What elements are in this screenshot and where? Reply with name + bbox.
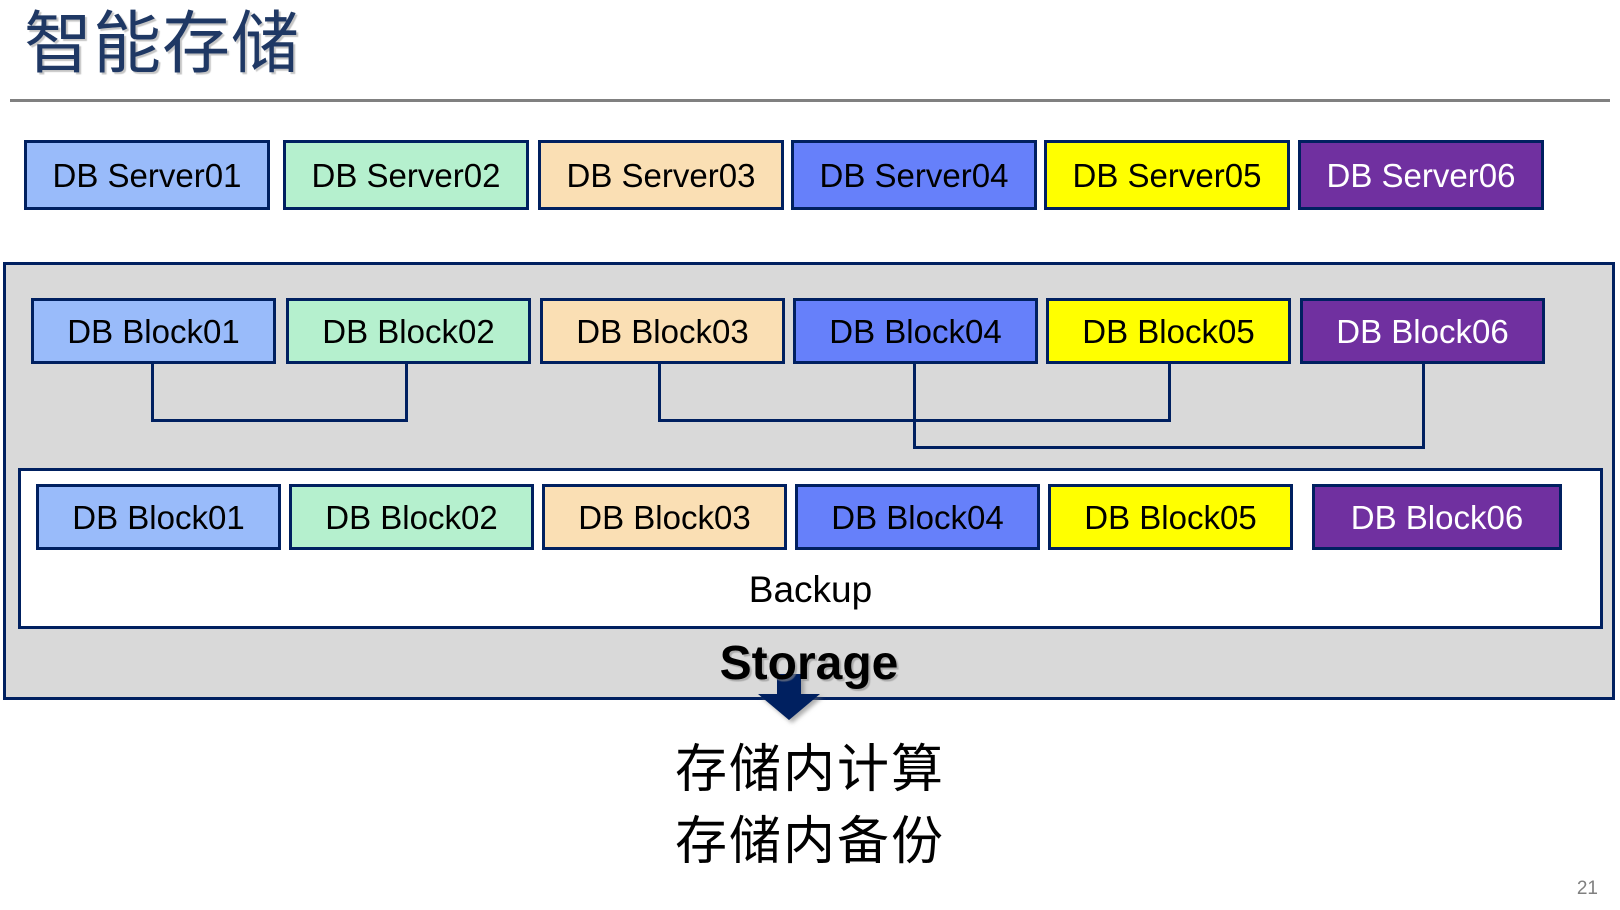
title-divider [10, 99, 1610, 102]
db-server-box-4: DB Server04 [791, 140, 1037, 210]
footer-line-1: 存储内计算 [674, 741, 945, 799]
db-server-box-3: DB Server03 [538, 140, 784, 210]
block01-to-block02-end-vertical [405, 364, 408, 419]
backup-block-box-3: DB Block03 [542, 484, 787, 550]
db-block-box-label: DB Block06 [1336, 312, 1509, 350]
db-block-box-label: DB Block03 [576, 312, 749, 350]
db-server-box-2: DB Server02 [283, 140, 529, 210]
db-block-box-label: DB Block01 [67, 312, 240, 350]
db-server-box-label: DB Server06 [1326, 156, 1516, 194]
db-block-box-5: DB Block05 [1046, 298, 1291, 364]
backup-label: Backup [748, 569, 873, 610]
db-block-box-4: DB Block04 [793, 298, 1038, 364]
db-block-box-1: DB Block01 [31, 298, 276, 364]
block01-to-block02-horizontal [151, 419, 408, 422]
backup-block-box-label: DB Block01 [72, 498, 245, 536]
backup-block-box-6: DB Block06 [1312, 484, 1562, 550]
block04-to-block06-start-vertical [913, 364, 916, 446]
footer-line-2: 存储内备份 [674, 813, 945, 871]
db-server-box-label: DB Server05 [1072, 156, 1262, 194]
db-server-box-label: DB Server04 [819, 156, 1009, 194]
db-server-box-1: DB Server01 [24, 140, 270, 210]
db-block-box-3: DB Block03 [540, 298, 785, 364]
db-server-box-5: DB Server05 [1044, 140, 1290, 210]
db-block-box-label: DB Block02 [322, 312, 495, 350]
storage-container: DB Block01 DB Block02 DB Block03 DB Block04… [3, 262, 1615, 720]
db-block-box-label: DB Block04 [829, 312, 1002, 350]
backup-block-box-5: DB Block05 [1048, 484, 1293, 550]
backup-block-box-4: DB Block04 [795, 484, 1040, 550]
down-arrow-icon [758, 674, 820, 720]
footer-text-group: 存储内计算存储内备份 [0, 734, 1620, 878]
block04-to-block06-end-vertical [1422, 364, 1425, 446]
backup-block-box-2: DB Block02 [289, 484, 534, 550]
backup-block-box-label: DB Block05 [1084, 498, 1257, 536]
db-server-box-label: DB Server02 [311, 156, 501, 194]
db-block-box-6: DB Block06 [1300, 298, 1545, 364]
backup-block-box-label: DB Block03 [578, 498, 751, 536]
page-number: 21 [1576, 878, 1598, 899]
db-block-box-2: DB Block02 [286, 298, 531, 364]
storage-label: Storage [719, 637, 899, 690]
block03-to-block05-end-vertical [1168, 364, 1171, 419]
db-server-box-label: DB Server03 [566, 156, 756, 194]
page-title: 智能存储 [24, 6, 301, 82]
block04-to-block06-horizontal [913, 446, 1425, 449]
backup-block-box-1: DB Block01 [36, 484, 281, 550]
db-server-box-label: DB Server01 [52, 156, 242, 194]
block01-to-block02-start-vertical [151, 364, 154, 419]
backup-panel: DB Block01 DB Block02 DB Block03 DB Block04… [18, 468, 1603, 629]
backup-block-box-label: DB Block02 [325, 498, 498, 536]
backup-block-box-label: DB Block06 [1350, 498, 1524, 536]
db-block-box-label: DB Block05 [1082, 312, 1255, 350]
block03-to-block05-start-vertical [658, 364, 661, 419]
backup-block-box-label: DB Block04 [831, 498, 1004, 536]
db-server-box-6: DB Server06 [1298, 140, 1544, 210]
